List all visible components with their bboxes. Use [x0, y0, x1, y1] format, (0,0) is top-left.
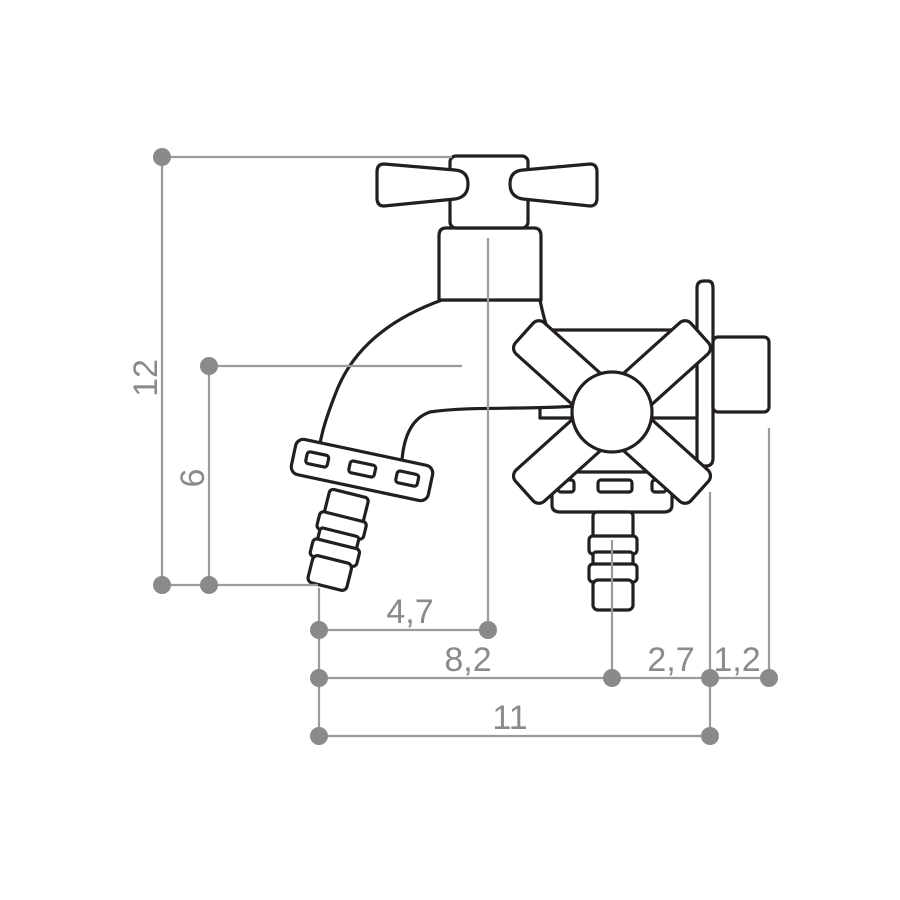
label-width-spout-axis: 4,7 — [386, 593, 433, 631]
dimension-lines — [153, 148, 778, 745]
left-hose-collar — [289, 437, 435, 503]
dim-dot — [603, 669, 621, 687]
dim-dot — [153, 576, 171, 594]
dim-dot — [701, 727, 719, 745]
label-width-wall: 1,2 — [713, 641, 760, 679]
label-width-side: 2,7 — [647, 641, 694, 679]
cross-handle-hub — [570, 370, 654, 454]
dim-dot — [310, 669, 328, 687]
dim-dot — [310, 621, 328, 639]
cross-handle — [511, 319, 713, 505]
right-collar-slot-mid — [596, 478, 634, 494]
valve-neck — [437, 226, 543, 302]
wall-inlet — [711, 335, 771, 414]
dim-dot — [200, 576, 218, 594]
dim-dot — [701, 669, 719, 687]
dim-dot — [153, 148, 171, 166]
left-hose-nozzle — [306, 487, 370, 592]
dimension-labels: 12 6 4,7 8,2 2,7 1,2 11 — [127, 359, 761, 737]
dim-dot — [200, 357, 218, 375]
label-height-outlet: 6 — [174, 469, 212, 488]
dim-dot — [479, 621, 497, 639]
top-handle-left-arm — [375, 162, 470, 208]
faucet-body — [289, 154, 771, 612]
label-width-second-outlet: 8,2 — [444, 641, 491, 679]
label-width-total: 11 — [492, 699, 527, 737]
label-height-total: 12 — [127, 359, 165, 397]
wall-flange — [695, 279, 715, 468]
top-handle-right-arm — [508, 162, 599, 208]
dim-dot — [310, 727, 328, 745]
dim-dot — [760, 669, 778, 687]
